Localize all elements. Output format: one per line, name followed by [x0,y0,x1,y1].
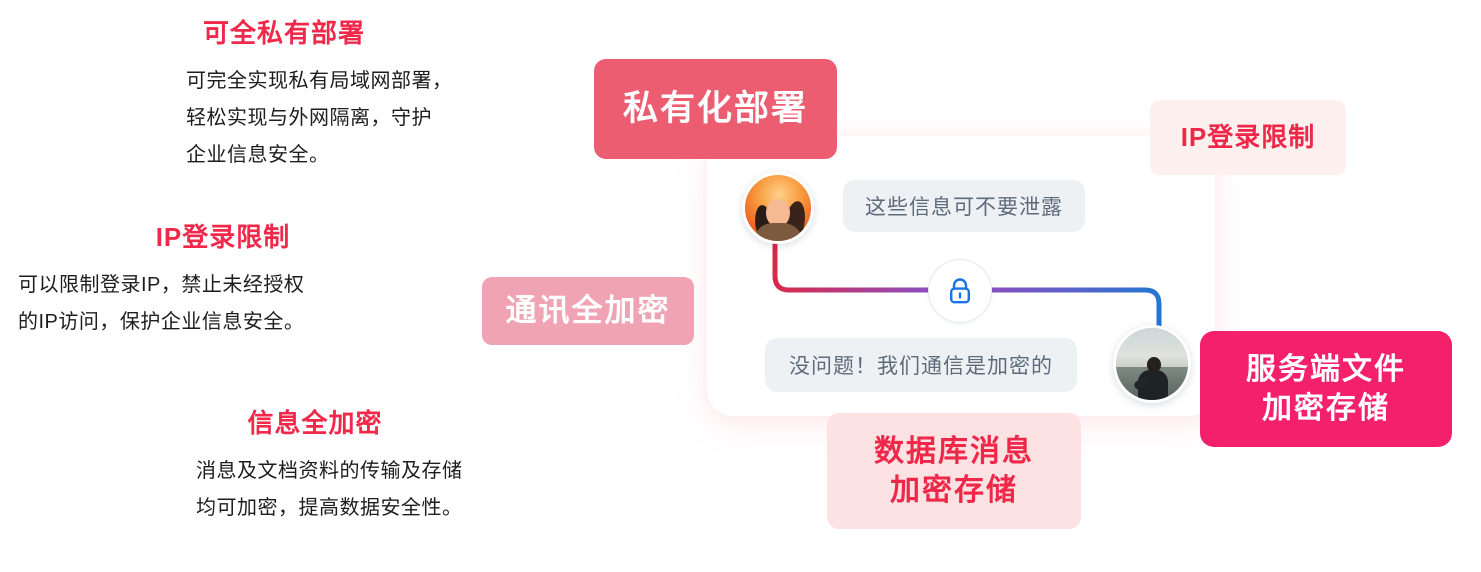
feature-block-ip-login-limit: IP登录限制 可以限制登录IP，禁止未经授权 的IP访问，保护企业信息安全。 [0,222,430,341]
avatar-sender [742,172,814,244]
encryption-connector-line [772,235,1162,337]
badge-database-encryption: 数据库消息 加密存储 [827,413,1081,529]
badge-server-file-encryption: 服务端文件 加密存储 [1200,331,1452,447]
feature-description-line: 消息及文档资料的传输及存储 [196,460,463,483]
feature-title: 可全私有部署 [202,18,365,48]
feature-description: 可完全实现私有局域网部署， 轻松实现与外网隔离，守护 企业信息安全。 [0,49,512,174]
feature-block-full-encryption: 信息全加密 消息及文档资料的传输及存储 均可加密，提高数据安全性。 [0,408,560,527]
feature-description: 可以限制登录IP，禁止未经授权 的IP访问，保护企业信息安全。 [0,253,430,341]
feature-block-private-deploy: 可全私有部署 可完全实现私有局域网部署， 轻松实现与外网隔离，守护 企业信息安全… [0,18,512,174]
feature-description-line: 可以限制登录IP，禁止未经授权 [18,274,305,297]
badge-ip-login-limit: IP登录限制 [1150,100,1346,175]
feature-description: 消息及文档资料的传输及存储 均可加密，提高数据安全性。 [0,439,560,527]
chat-bubble-outgoing: 没问题！我们通信是加密的 [765,338,1077,392]
feature-title: 信息全加密 [247,408,383,438]
avatar-receiver [1113,325,1191,403]
feature-description-line: 的IP访问，保护企业信息安全。 [18,311,305,334]
avatar-detail [766,199,790,227]
avatar-detail [753,223,803,241]
feature-description-line: 轻松实现与外网隔离，守护 [186,107,432,130]
badge-communication-encryption: 通讯全加密 [482,277,694,345]
feature-description-line: 可完全实现私有局域网部署， [186,70,453,93]
feature-description-line: 企业信息安全。 [186,144,330,167]
avatar-detail [1147,357,1161,372]
chat-bubble-incoming: 这些信息可不要泄露 [843,180,1085,232]
encryption-lock-node [928,259,992,323]
badge-private-deployment: 私有化部署 [594,59,837,159]
lock-icon [949,278,971,304]
feature-title: IP登录限制 [155,222,291,252]
feature-description-line: 均可加密，提高数据安全性。 [196,497,463,520]
